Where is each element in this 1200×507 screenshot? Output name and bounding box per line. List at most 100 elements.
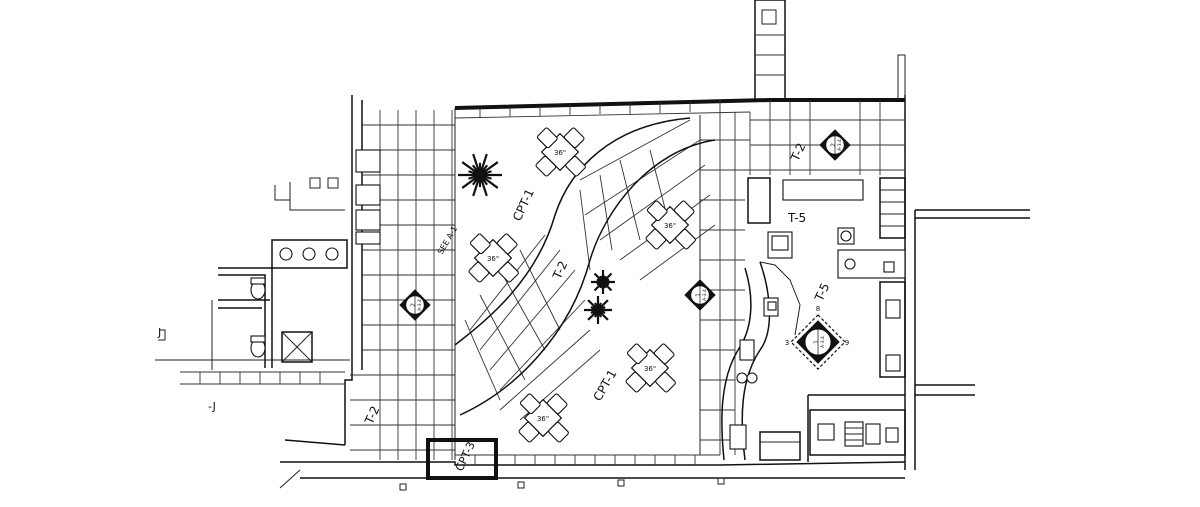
finish-tags: CPT-1 CPT-1 T-2 T-2 T-2 T-5 T-5 CPT-3 SE… xyxy=(157,141,832,473)
bar-sink-1 xyxy=(736,372,748,384)
east-counter xyxy=(879,281,906,378)
cook-unit-4 xyxy=(885,427,899,443)
dining-table-set: 36" xyxy=(645,200,696,250)
planter-plant xyxy=(591,270,615,294)
tag-t-2-upper-right: T-2 xyxy=(788,141,809,164)
chair xyxy=(468,261,490,283)
dining-table-set: 36" xyxy=(468,233,519,283)
bar-sink-2 xyxy=(746,372,758,384)
tag-cpt-3-entry: CPT-3 xyxy=(453,440,478,474)
north-column xyxy=(754,0,786,101)
carpet-boundaries xyxy=(454,108,716,460)
equipment-4 xyxy=(355,231,381,245)
table-size-label: 36" xyxy=(537,415,549,423)
machine-box-inner xyxy=(771,235,789,251)
table-size-label: 36" xyxy=(664,222,676,230)
dining-table-set: 36" xyxy=(518,393,569,443)
dining-table-set: 36" xyxy=(625,343,676,393)
chair xyxy=(548,421,569,443)
chair xyxy=(546,393,568,415)
wall-note: SEE A-1 xyxy=(436,225,459,256)
curved-counter-line xyxy=(759,261,801,336)
bar-station xyxy=(739,339,755,361)
cooking-line xyxy=(809,409,906,456)
entry-vestibule xyxy=(426,438,498,480)
south-wall xyxy=(280,461,906,466)
column-b xyxy=(327,177,339,189)
edge-mark-minus-j: -J xyxy=(208,400,216,413)
marker-side-number: 3 xyxy=(785,339,789,347)
south-column-3 xyxy=(617,479,625,487)
chair xyxy=(646,200,668,222)
kitchen-area xyxy=(721,177,906,462)
chair xyxy=(675,228,696,250)
sink-1 xyxy=(279,247,293,261)
table-size-label: 36" xyxy=(487,255,499,263)
stair-shaft xyxy=(281,331,313,363)
planters xyxy=(458,153,615,324)
table-size-label: 36" xyxy=(644,365,656,373)
entry xyxy=(426,438,498,480)
exterior-walls xyxy=(279,95,1030,489)
marker-number: 1 xyxy=(695,293,702,297)
dining-table-set: 36" xyxy=(535,127,586,177)
planter-plant xyxy=(584,296,612,324)
sink-3 xyxy=(325,247,339,261)
south-column-2 xyxy=(517,481,525,489)
marker-sheet: A-3.4 xyxy=(837,139,843,151)
tag-t-5-lower: T-5 xyxy=(812,281,833,304)
chair xyxy=(625,371,647,393)
sw-wall xyxy=(284,439,346,446)
restroom-wall xyxy=(218,267,273,368)
north-tile-strip xyxy=(454,100,751,119)
s-band-tiles xyxy=(464,119,716,421)
west-wall xyxy=(344,95,353,445)
marker-sheet: A-3.4 xyxy=(417,299,423,311)
sink-2 xyxy=(302,247,316,261)
marker-sheet: A-3.4 xyxy=(702,289,708,301)
corridor-tiles xyxy=(180,371,345,385)
chair xyxy=(469,233,491,255)
table-size-label: 36" xyxy=(554,149,566,157)
marker-number: 2 xyxy=(830,143,837,147)
equipment-3 xyxy=(355,209,381,231)
tag-cpt-1-upper: CPT-1 xyxy=(510,187,537,224)
toilet-2-tank xyxy=(250,335,266,343)
chair xyxy=(498,261,519,283)
chair xyxy=(535,155,557,177)
north-wall xyxy=(454,98,905,110)
marker-number: 2 xyxy=(410,303,417,307)
vestibule-wall xyxy=(289,182,345,211)
chair xyxy=(653,343,675,365)
chair xyxy=(565,155,586,177)
column-a xyxy=(309,177,321,189)
cook-unit-1 xyxy=(817,423,835,441)
chair xyxy=(519,393,541,415)
chair xyxy=(645,228,667,250)
marker-side-number: 9 xyxy=(845,339,849,347)
cook-unit-3 xyxy=(865,423,881,445)
column-fixture xyxy=(761,9,777,25)
chair xyxy=(626,343,648,365)
tag-t-2-lower-left: T-2 xyxy=(362,404,383,427)
chair xyxy=(563,127,585,149)
toilet-1-tank xyxy=(250,277,266,285)
edge-mark-left xyxy=(158,329,166,341)
equipment-2 xyxy=(355,184,381,206)
curved-bar-inner xyxy=(721,267,752,461)
planter-plant xyxy=(458,153,502,197)
shelving xyxy=(879,177,906,239)
lower-curve xyxy=(459,139,716,416)
south-column-1 xyxy=(399,483,407,491)
ne-tile-zone xyxy=(750,100,905,175)
vestibule-stub xyxy=(274,185,290,201)
marker-sheet: A-3.4 xyxy=(820,336,826,348)
south-column-4 xyxy=(717,477,725,485)
prep-sink xyxy=(844,258,856,270)
